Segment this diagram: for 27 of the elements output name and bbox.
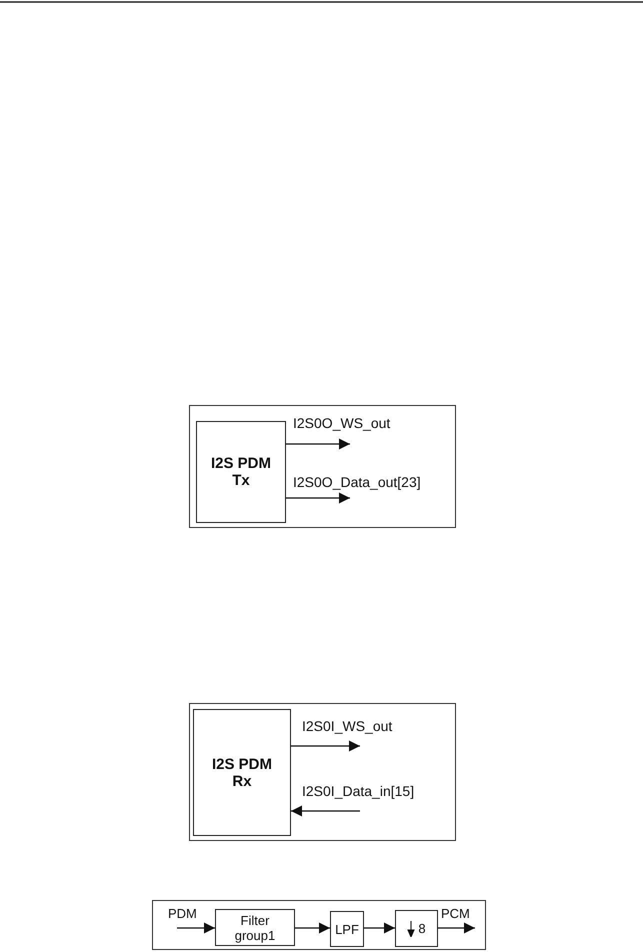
arrow xyxy=(438,922,475,934)
frame-box xyxy=(189,405,456,528)
arrow xyxy=(177,922,215,934)
arrow xyxy=(364,922,395,934)
block-label: Filter group1 xyxy=(234,912,276,942)
arrow xyxy=(291,806,360,816)
arrow xyxy=(291,740,360,752)
frame-box xyxy=(152,900,486,950)
signal-label: I2S0I_Data_in[15] xyxy=(302,783,414,799)
process-box xyxy=(395,910,438,947)
signal-label: PCM xyxy=(441,906,470,922)
factor-text: 8 xyxy=(418,921,426,936)
signal-label: I2S0O_Data_out[23] xyxy=(293,474,421,490)
process-box xyxy=(193,709,291,836)
process-box xyxy=(330,911,364,947)
frame-box xyxy=(189,703,456,841)
arrow xyxy=(286,492,350,504)
process-box xyxy=(215,909,295,946)
process-box xyxy=(196,421,286,523)
arrow xyxy=(295,922,330,934)
block-label: I2S PDM Rx xyxy=(210,756,273,790)
block-label: LPF xyxy=(335,922,359,936)
signal-label: PDM xyxy=(168,906,197,922)
arrow xyxy=(286,438,350,450)
block-label: I2S PDM Tx xyxy=(210,455,272,489)
signal-label: I2S0O_WS_out xyxy=(293,415,390,431)
signal-label: I2S0I_WS_out xyxy=(302,718,392,734)
